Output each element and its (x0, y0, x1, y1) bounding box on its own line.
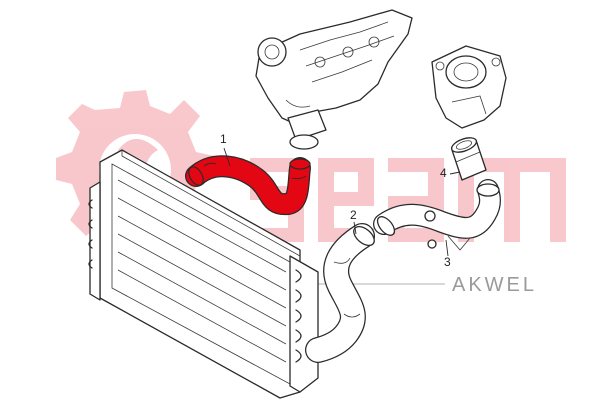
callout-3: 3 (444, 239, 451, 269)
hose-3 (373, 179, 501, 251)
callout-label-3: 3 (444, 255, 451, 269)
throttle-body (431, 45, 507, 129)
hose-1 (185, 155, 311, 216)
callout-1: 1 (220, 132, 231, 167)
callout-label-2: 2 (350, 208, 357, 222)
callout-label-1: 1 (220, 132, 227, 146)
turbocharger (255, 9, 413, 150)
hose-4 (450, 137, 487, 181)
intercooler-core (117, 179, 287, 363)
callout-2: 2 (350, 208, 357, 235)
callout-4: 4 (440, 166, 461, 180)
akwel-text: AKWEL (452, 274, 537, 296)
intercooler (88, 149, 331, 399)
hose-2 (305, 223, 375, 363)
callout-label-4: 4 (440, 166, 447, 180)
